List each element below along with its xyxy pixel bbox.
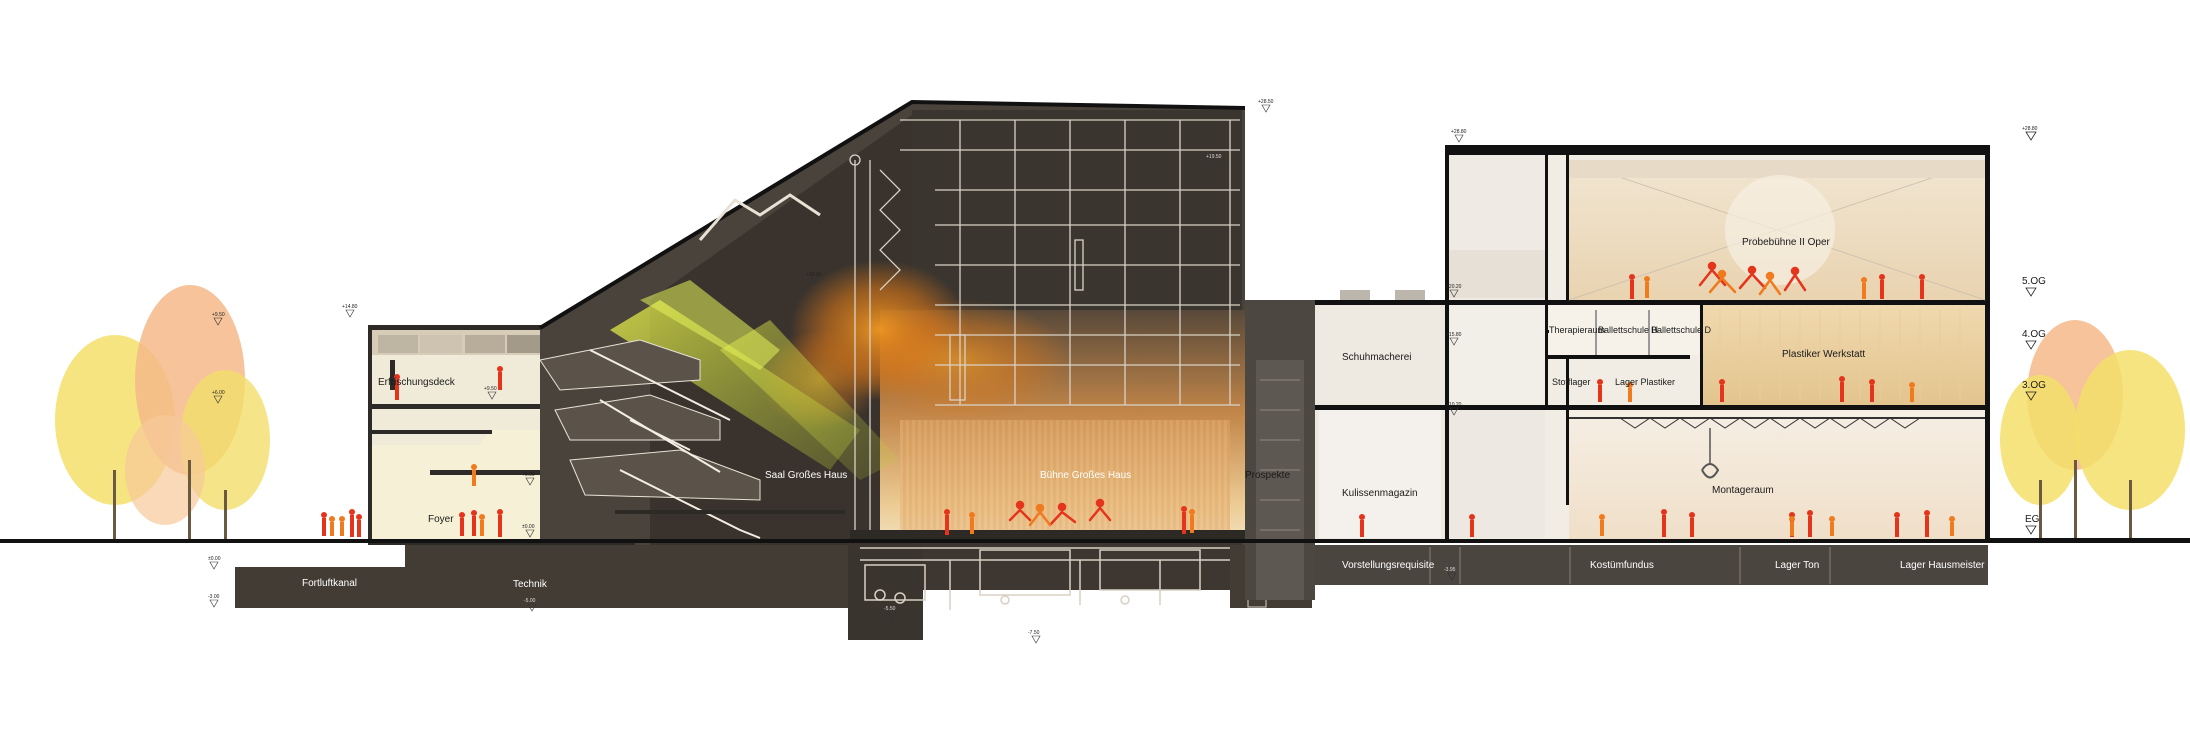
fly-tower-grid xyxy=(849,119,1240,530)
level-i: +18.90 xyxy=(806,272,822,278)
label-lager-ton: Lager Ton xyxy=(1775,560,1819,571)
level-m: +28.80 xyxy=(2022,126,2038,132)
label-kulissenmagazin: Kulissenmagazin xyxy=(1342,488,1418,499)
basement xyxy=(235,540,1988,640)
label-prospekte: Prospekte xyxy=(1245,470,1290,481)
floor-4og: 4.OG xyxy=(2022,329,2046,340)
level-c2: ±0.00 xyxy=(522,524,535,530)
level-k: -7.50 xyxy=(1028,630,1040,636)
label-foyer: Foyer xyxy=(428,514,454,525)
label-stofflager: Stofflager xyxy=(1552,377,1590,387)
label-therapieraum: Therapieraum xyxy=(1549,325,1605,335)
label-montageraum: Montageraum xyxy=(1712,485,1774,496)
level-o: +15.80 xyxy=(1446,332,1462,338)
label-ballettschule-h: Ballettschule H xyxy=(1598,325,1658,335)
label-technik: Technik xyxy=(513,579,548,590)
label-plastiker-werkstatt: Plastiker Werkstatt xyxy=(1782,349,1865,360)
label-fortluftkanal: Fortluftkanal xyxy=(302,578,357,589)
floor-3og: 3.OG xyxy=(2022,380,2046,391)
label-schuhmacherei: Schuhmacherei xyxy=(1342,352,1411,363)
ground-line xyxy=(0,539,2190,543)
label-ballettschule-d: Ballettschule D xyxy=(1651,325,1712,335)
level-l: +28.80 xyxy=(1451,129,1467,135)
label-probebuehne: Probebühne II Oper xyxy=(1742,237,1831,248)
level-a2: +9.50 xyxy=(484,386,497,392)
level-c: ±0.00 xyxy=(208,556,221,562)
level-n: +20.20 xyxy=(1446,284,1462,290)
main-hall xyxy=(538,99,1246,545)
level-markers xyxy=(209,104,1464,644)
level-h: +14.80 xyxy=(342,304,358,310)
floor-5og: 5.OG xyxy=(2022,276,2046,287)
floor-markers xyxy=(2025,131,2037,535)
level-p: +10.20 xyxy=(1446,402,1462,408)
label-kostuemfundus: Kostümfundus xyxy=(1590,560,1654,571)
label-lager-plastiker: Lager Plastiker xyxy=(1615,377,1675,387)
workshop-building xyxy=(1315,145,1990,540)
prospekte-shaft xyxy=(1245,300,1315,600)
people xyxy=(321,261,1955,537)
level-b2: +6.00 xyxy=(522,472,535,478)
level-d: -3.00 xyxy=(208,594,220,600)
label-lager-hausmeister: Lager Hausmeister xyxy=(1900,560,1985,571)
floor-eg: EG xyxy=(2025,514,2040,525)
label-buehne: Bühne Großes Haus xyxy=(1040,470,1131,481)
level-b: +6.00 xyxy=(212,390,225,396)
level-a: +9.50 xyxy=(212,312,225,318)
label-saal: Saal Großes Haus xyxy=(765,470,847,481)
label-vorstellungsrequisite: Vorstellungsrequisite xyxy=(1342,560,1435,571)
seating-rake xyxy=(589,349,761,539)
level-f: +19.50 xyxy=(1206,154,1222,160)
level-e: -5.00 xyxy=(524,598,536,604)
trees-left xyxy=(55,285,270,540)
level-j: -3.95 xyxy=(1444,567,1456,573)
level-g: +28.50 xyxy=(1258,99,1274,105)
trees-right xyxy=(2000,320,2185,540)
label-erfrischungsdeck: Erfrischungsdeck xyxy=(378,377,456,388)
level-q: -5.50 xyxy=(884,606,896,612)
